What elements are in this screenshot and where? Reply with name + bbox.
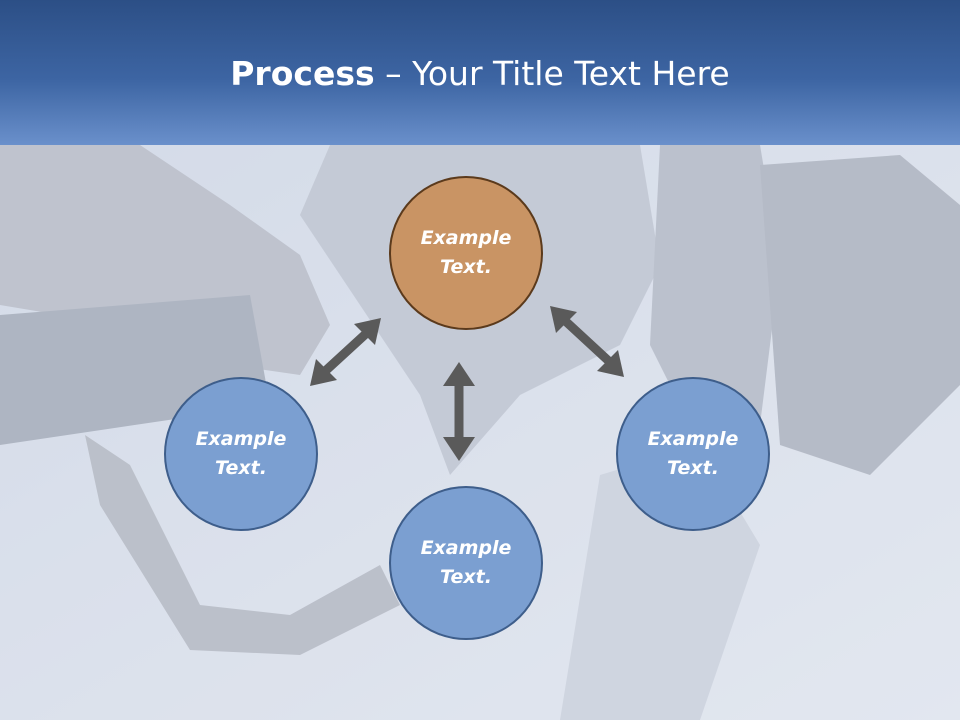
process-node-bottom[interactable]: Example Text. bbox=[389, 486, 543, 640]
title-text: – Your Title Text Here bbox=[374, 54, 730, 93]
node-label: Example Text. bbox=[647, 428, 739, 479]
process-node-right[interactable]: Example Text. bbox=[616, 377, 770, 531]
node-label: Example Text. bbox=[420, 227, 512, 278]
title-banner: Process – Your Title Text Here bbox=[0, 0, 960, 145]
process-node-top[interactable]: Example Text. bbox=[389, 176, 543, 330]
process-node-left[interactable]: Example Text. bbox=[164, 377, 318, 531]
node-label: Example Text. bbox=[420, 537, 512, 588]
node-label: Example Text. bbox=[195, 428, 287, 479]
title-bold: Process bbox=[230, 54, 375, 93]
slide-title: Process – Your Title Text Here bbox=[0, 52, 960, 96]
